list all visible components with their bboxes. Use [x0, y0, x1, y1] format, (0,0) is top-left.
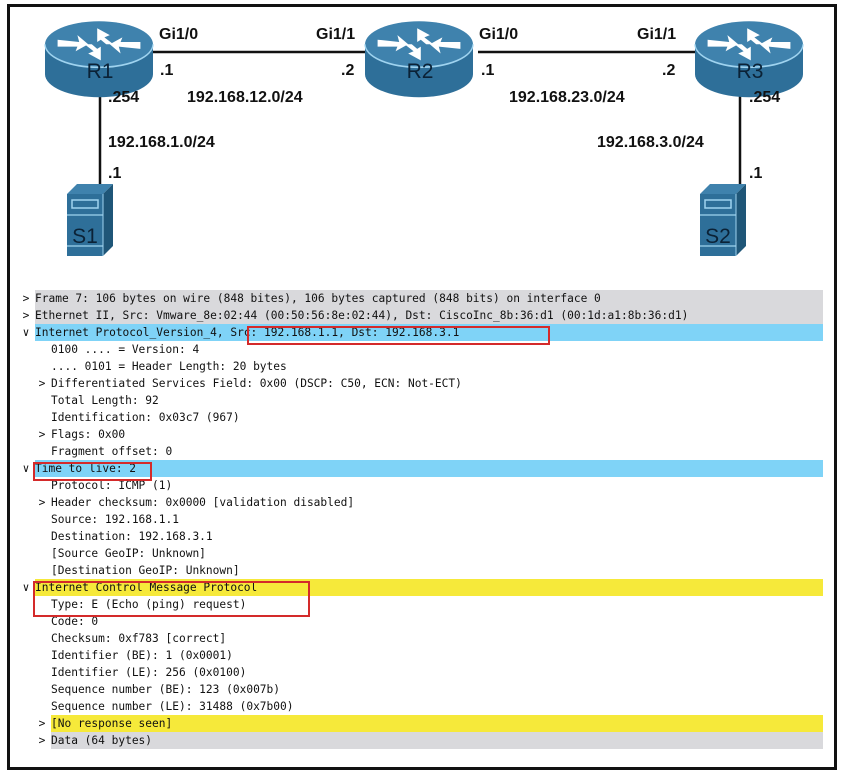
row-highlight-bar — [35, 460, 823, 477]
topology-links — [44, 20, 804, 257]
collapsed-chevron-icon[interactable]: > — [38, 496, 46, 509]
packet-tree-text: [Source GeoIP: Unknown] — [51, 547, 206, 560]
collapsed-chevron-icon[interactable]: > — [22, 292, 30, 305]
packet-tree-text: Time to live: 2 — [35, 462, 137, 475]
collapsed-chevron-icon[interactable]: > — [38, 377, 46, 390]
packet-tree-text: Identifier (LE): 256 (0x0100) — [51, 666, 247, 679]
packet-tree-row: 0100 .... = Version: 4 — [19, 341, 823, 358]
packet-tree-text: Ethernet II, Src: Vmware_8e:02:44 (00:50… — [35, 309, 689, 322]
collapsed-chevron-icon[interactable]: > — [22, 309, 30, 322]
r1-ip-label: .1 — [160, 62, 174, 79]
packet-tree-text: [No response seen] — [51, 717, 173, 730]
expanded-chevron-icon[interactable]: ∨ — [22, 581, 30, 594]
packet-tree-row: Protocol: ICMP (1) — [19, 477, 823, 494]
subnet-3-label: 192.168.3.0/24 — [597, 134, 704, 151]
packet-tree-row[interactable]: > Differentiated Services Field: 0x00 (DS… — [19, 375, 823, 392]
row-highlight-bar — [51, 715, 823, 732]
packet-tree-row: Total Length: 92 — [19, 392, 823, 409]
packet-tree-text: Differentiated Services Field: 0x00 (DSC… — [51, 377, 462, 390]
collapsed-chevron-icon[interactable]: > — [38, 428, 46, 441]
r3-ip-label: .2 — [662, 62, 676, 79]
row-highlight-bar — [35, 290, 823, 307]
router-r3-label: R3 — [736, 60, 764, 83]
packet-tree-text: Total Length: 92 — [51, 394, 159, 407]
server-s1-label: S1 — [72, 225, 98, 248]
r1-interface-label: Gi1/0 — [159, 26, 199, 43]
subnet-23-label: 192.168.23.0/24 — [509, 89, 625, 106]
figure-frame — [7, 4, 837, 770]
expanded-chevron-icon[interactable]: ∨ — [22, 326, 30, 339]
packet-tree-text: Fragment offset: 0 — [51, 445, 173, 458]
packet-tree-row: Identifier (BE): 1 (0x0001) — [19, 647, 823, 664]
packet-tree-row: Source: 192.168.1.1 — [19, 511, 823, 528]
packet-details-pane: > Frame 7: 106 bytes on wire (848 bites),… — [19, 290, 823, 749]
server-s2-label: S2 — [705, 225, 731, 248]
packet-tree-row: [Source GeoIP: Unknown] — [19, 545, 823, 562]
row-highlight-bar — [35, 307, 823, 324]
packet-tree-text: Protocol: ICMP (1) — [51, 479, 173, 492]
r3-lan-ip-label: .254 — [749, 89, 781, 106]
packet-tree-text: Type: E (Echo (ping) request) — [51, 598, 247, 611]
packet-tree-text: Identification: 0x03c7 (967) — [51, 411, 240, 424]
packet-tree-text: Sequence number (LE): 31488 (0x7b00) — [51, 700, 294, 713]
r2-left-ip-label: .2 — [341, 62, 355, 79]
packet-tree-row: Type: E (Echo (ping) request) — [19, 596, 823, 613]
packet-tree-row: Sequence number (LE): 31488 (0x7b00) — [19, 698, 823, 715]
packet-tree-row[interactable]: ∨ Internet Protocol_Version_4, Src: 192.1… — [19, 324, 823, 341]
packet-tree-text: Checksum: 0xf783 [correct] — [51, 632, 227, 645]
packet-tree-text: Internet Protocol_Version_4, Src: 192.16… — [35, 326, 460, 339]
r2-right-ip-label: .1 — [481, 62, 495, 79]
packet-tree-row: Fragment offset: 0 — [19, 443, 823, 460]
packet-tree-row: Identifier (LE): 256 (0x0100) — [19, 664, 823, 681]
packet-tree-text: [Destination GeoIP: Unknown] — [51, 564, 240, 577]
r2-left-interface-label: Gi1/1 — [316, 26, 356, 43]
packet-tree-row[interactable]: > Header checksum: 0x0000 [validation dis… — [19, 494, 823, 511]
expanded-chevron-icon[interactable]: ∨ — [22, 462, 30, 475]
s2-ip-label: .1 — [749, 165, 763, 182]
subnet-1-label: 192.168.1.0/24 — [108, 134, 215, 151]
packet-tree-row: Destination: 192.168.3.1 — [19, 528, 823, 545]
router-r1-label: R1 — [86, 60, 114, 83]
packet-tree-text: Header checksum: 0x0000 [validation disa… — [51, 496, 355, 509]
packet-tree-row: Identification: 0x03c7 (967) — [19, 409, 823, 426]
row-highlight-bar — [35, 579, 823, 596]
packet-tree-text: Identifier (BE): 1 (0x0001) — [51, 649, 233, 662]
s1-ip-label: .1 — [108, 165, 122, 182]
packet-tree-row[interactable]: > Ethernet II, Src: Vmware_8e:02:44 (00:5… — [19, 307, 823, 324]
packet-tree-row: .... 0101 = Header Length: 20 bytes — [19, 358, 823, 375]
packet-tree-row[interactable]: > Data (64 bytes) — [19, 732, 823, 749]
packet-tree-row[interactable]: > Flags: 0x00 — [19, 426, 823, 443]
packet-tree-text: Data (64 bytes) — [51, 734, 153, 747]
row-highlight-bar — [51, 732, 823, 749]
r2-right-interface-label: Gi1/0 — [479, 26, 519, 43]
packet-tree-text: Code: 0 — [51, 615, 99, 628]
packet-tree-row[interactable]: > Frame 7: 106 bytes on wire (848 bites),… — [19, 290, 823, 307]
packet-tree-row: [Destination GeoIP: Unknown] — [19, 562, 823, 579]
subnet-12-label: 192.168.12.0/24 — [187, 89, 303, 106]
packet-tree-row[interactable]: ∨ Internet Control Message Protocol — [19, 579, 823, 596]
packet-tree-text: Destination: 192.168.3.1 — [51, 530, 213, 543]
packet-tree-row: Sequence number (BE): 123 (0x007b) — [19, 681, 823, 698]
row-highlight-bar — [35, 324, 823, 341]
router-r2-label: R2 — [406, 60, 434, 83]
packet-tree-text: 0100 .... = Version: 4 — [51, 343, 200, 356]
packet-tree-text: Flags: 0x00 — [51, 428, 126, 441]
collapsed-chevron-icon[interactable]: > — [38, 717, 46, 730]
packet-tree-text: Internet Control Message Protocol — [35, 581, 258, 594]
packet-tree-text: Frame 7: 106 bytes on wire (848 bites), … — [35, 292, 601, 305]
packet-tree-text: Source: 192.168.1.1 — [51, 513, 179, 526]
packet-tree-row: Code: 0 — [19, 613, 823, 630]
packet-tree-row[interactable]: > [No response seen] — [19, 715, 823, 732]
network-topology: R1 R2 R3 S1 S2 Gi1/0 .1 Gi1/1 .2 Gi1/0 .… — [0, 0, 850, 285]
collapsed-chevron-icon[interactable]: > — [38, 734, 46, 747]
r1-lan-ip-label: .254 — [108, 89, 140, 106]
packet-tree-row: Checksum: 0xf783 [correct] — [19, 630, 823, 647]
packet-tree-text: Sequence number (BE): 123 (0x007b) — [51, 683, 281, 696]
r3-interface-label: Gi1/1 — [637, 26, 677, 43]
packet-tree-text: .... 0101 = Header Length: 20 bytes — [51, 360, 287, 373]
packet-tree-row[interactable]: ∨ Time to live: 2 — [19, 460, 823, 477]
